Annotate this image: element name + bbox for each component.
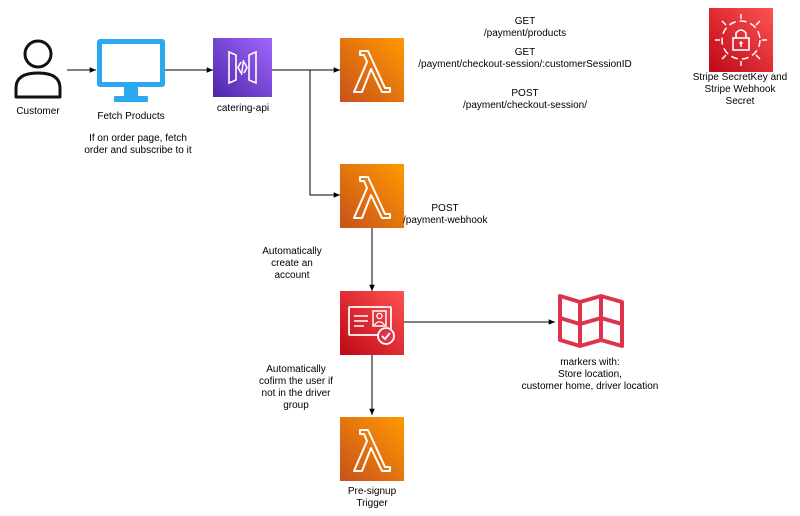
- lambda-webhook-node: [340, 164, 404, 228]
- route-get-checkout-session: GET /payment/checkout-session/:customerS…: [418, 47, 632, 70]
- auto-create-note: Automatically create an account: [262, 246, 322, 281]
- secrets-label: Stripe SecretKey and Stripe Webhook Secr…: [692, 72, 788, 107]
- webhook-route-label: POST /payment-webhook: [403, 203, 488, 226]
- fetch-products-node: [96, 38, 166, 104]
- lambda-payment-node: [340, 38, 404, 102]
- map-icon: [558, 294, 624, 348]
- lambda-icon: [340, 417, 404, 481]
- user-pool-icon: [340, 291, 404, 355]
- route-post-checkout-session: POST /payment/checkout-session/: [463, 88, 587, 111]
- catering-api-node: [213, 38, 272, 97]
- api-gateway-icon: [213, 38, 272, 97]
- auto-confirm-note: Automatically cofirm the user if not in …: [259, 364, 333, 411]
- lambda-presignup-node: [340, 417, 404, 481]
- customer-node: [12, 37, 64, 99]
- secrets-node: [709, 8, 773, 72]
- cognito-node: [340, 291, 404, 355]
- fetch-order-note: If on order page, fetch order and subscr…: [84, 133, 192, 156]
- user-icon: [14, 39, 62, 99]
- location-map-node: [557, 290, 625, 352]
- route-get-products: GET /payment/products: [483, 16, 567, 39]
- monitor-icon: [97, 39, 165, 102]
- secrets-manager-icon: [709, 8, 773, 72]
- customer-label: Customer: [16, 106, 60, 117]
- lambda-icon: [340, 164, 404, 228]
- edge-api-to-lambda-webhook: [309, 70, 340, 198]
- fetch-products-label: Fetch Products: [97, 111, 165, 122]
- presignup-label: Pre-signup Trigger: [347, 486, 397, 509]
- catering-api-label: catering-api: [216, 103, 270, 114]
- lambda-icon: [340, 38, 404, 102]
- markers-note: markers with: Store location, customer h…: [521, 357, 659, 392]
